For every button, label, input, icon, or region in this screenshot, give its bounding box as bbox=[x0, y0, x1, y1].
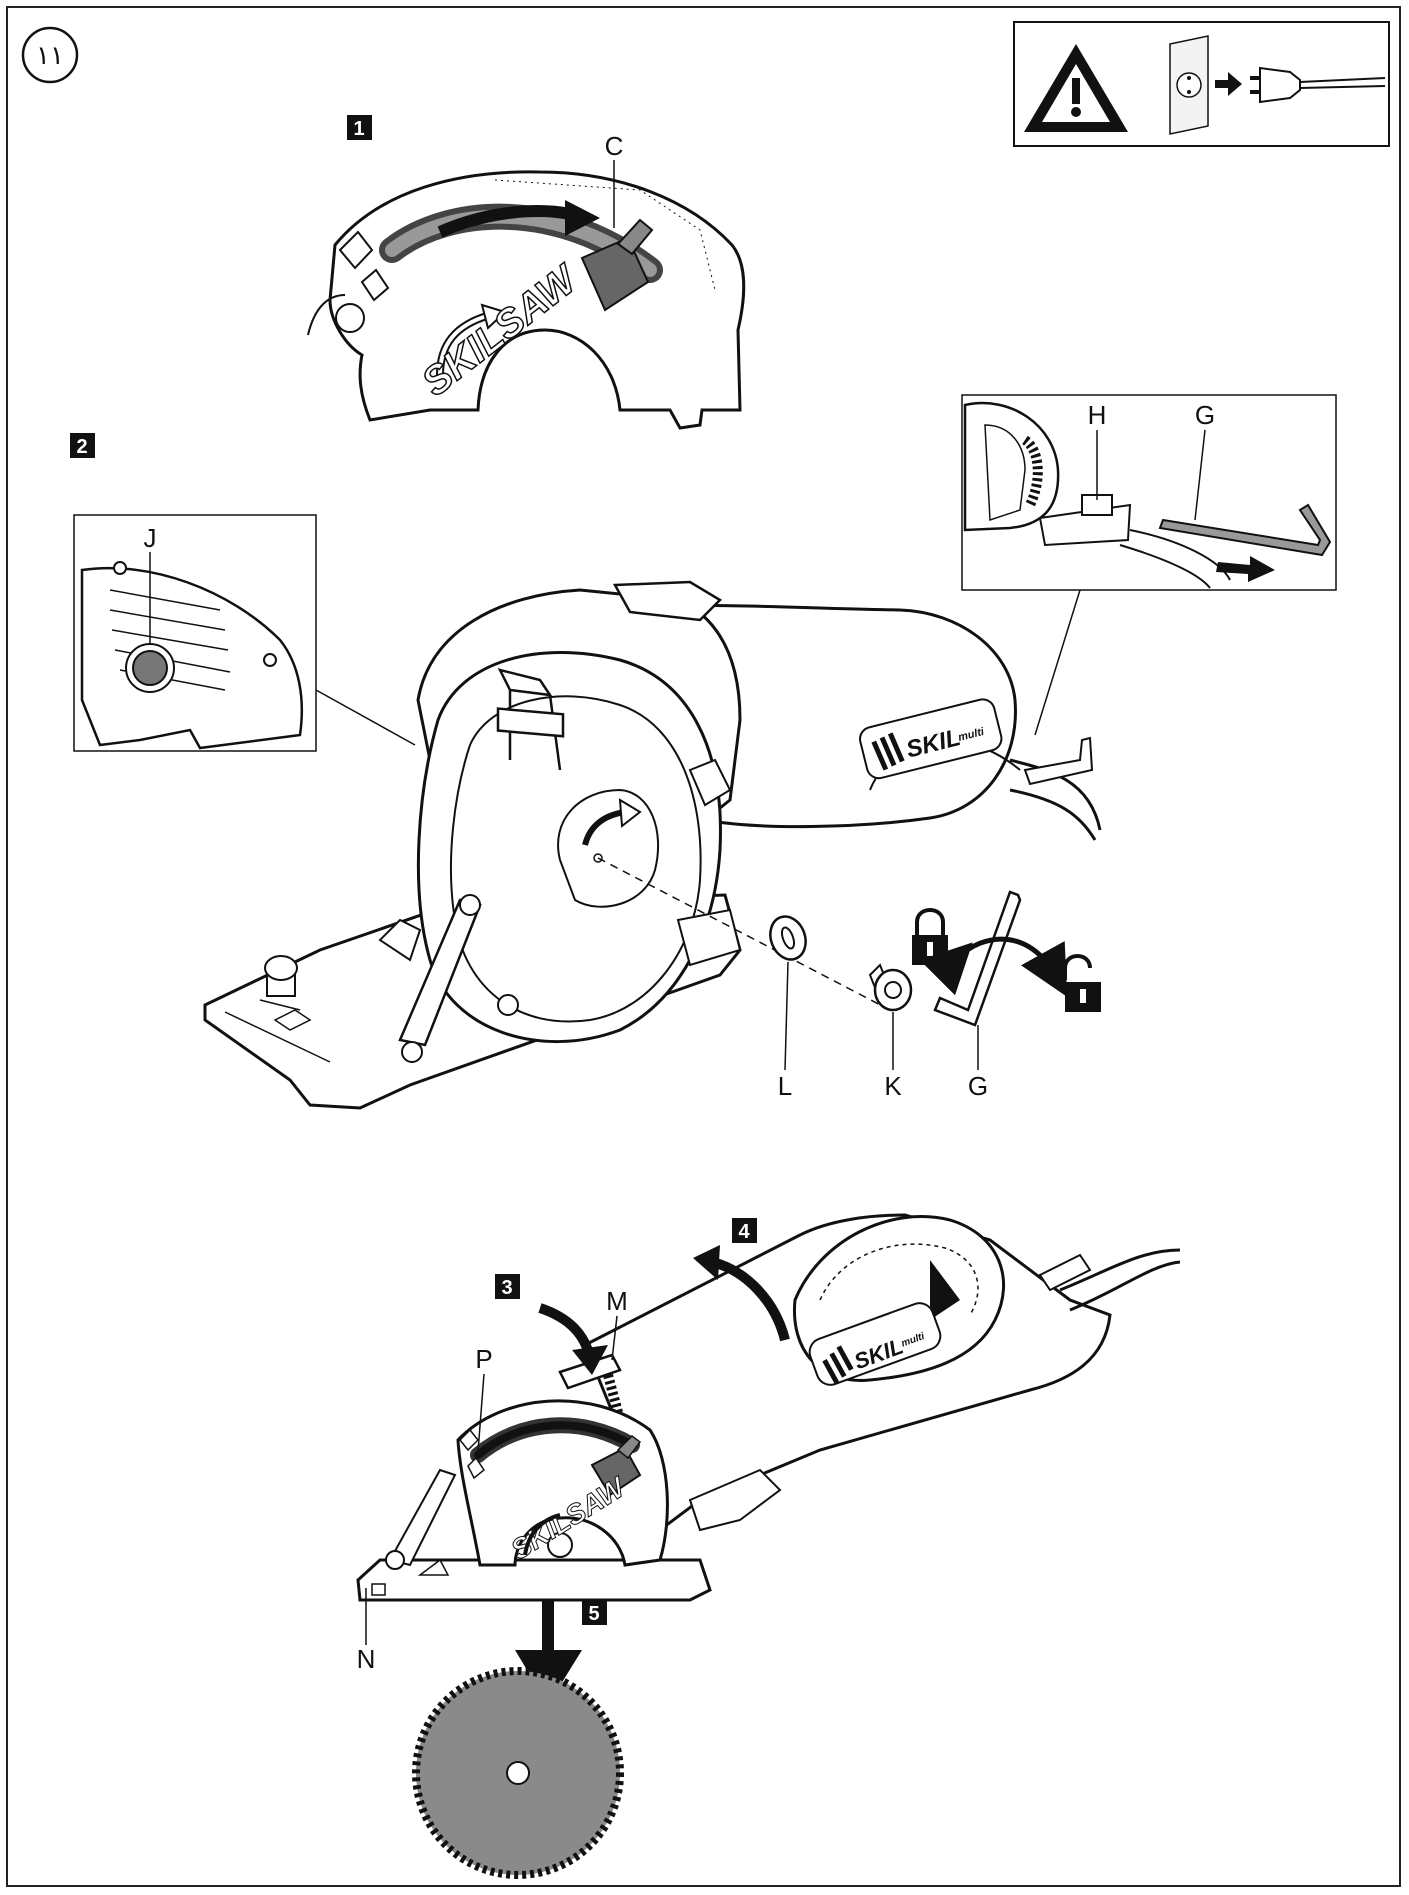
label-k: K bbox=[884, 1071, 902, 1101]
inset-spindle-lock bbox=[73, 514, 317, 752]
label-p: P bbox=[475, 1344, 492, 1374]
skil-logo-badge: SKIL multi bbox=[859, 698, 1003, 780]
saw-blade bbox=[412, 1667, 624, 1879]
rotate-arrow-icon bbox=[919, 936, 1068, 997]
label-g-inset: G bbox=[1195, 400, 1215, 430]
page-border bbox=[6, 6, 1401, 1887]
label-n: N bbox=[357, 1644, 376, 1674]
label-l: L bbox=[778, 1071, 792, 1101]
label-h: H bbox=[1088, 400, 1107, 430]
page-number: ١١ bbox=[36, 41, 64, 71]
step-4-label: 4 bbox=[738, 1221, 750, 1243]
unplug-warning-box bbox=[1013, 21, 1390, 147]
step-4-badge: 4 bbox=[732, 1218, 757, 1243]
hex-wrench-g-stored bbox=[1158, 503, 1332, 557]
step-2-label: 2 bbox=[76, 436, 87, 458]
label-g: G bbox=[968, 1071, 988, 1101]
label-j: J bbox=[144, 523, 157, 553]
lift-arrow-icon bbox=[710, 1257, 790, 1342]
inset-wrench-storage bbox=[961, 394, 1337, 591]
step-5-badge: 5 bbox=[582, 1600, 607, 1625]
step-3-label: 3 bbox=[501, 1277, 512, 1299]
step-3-badge: 3 bbox=[495, 1274, 520, 1299]
step-2-badge: 2 bbox=[70, 433, 95, 458]
blade-bolt-k bbox=[868, 963, 913, 1012]
power-plug-icon bbox=[1250, 66, 1386, 104]
label-m: M bbox=[606, 1286, 628, 1316]
spindle-lock-button-j bbox=[125, 643, 175, 693]
lock-open-icon bbox=[1063, 954, 1101, 1012]
saw-blade-change-figure: SKIL multi SKILSAW bbox=[356, 1213, 1181, 1602]
warning-triangle-icon bbox=[1024, 44, 1128, 132]
step-5-label: 5 bbox=[588, 1603, 599, 1625]
page-number-badge: ١١ bbox=[21, 26, 79, 84]
bevel-knob bbox=[264, 955, 298, 997]
saw-main-figure: SKIL multi bbox=[203, 580, 1102, 1110]
hex-wrench-g bbox=[933, 890, 1022, 1027]
slide-out-arrow-icon bbox=[1216, 556, 1275, 582]
wall-socket-icon bbox=[1169, 35, 1209, 135]
step-1-badge: 1 bbox=[347, 115, 372, 140]
step-1-label: 1 bbox=[353, 118, 364, 140]
blade-guard-figure: SKILSAW bbox=[307, 170, 746, 430]
lock-closed-icon bbox=[912, 908, 948, 965]
plug-arrow-icon bbox=[1215, 72, 1242, 96]
lever-c bbox=[580, 218, 654, 312]
skil-logo-badge-2: SKIL multi bbox=[808, 1302, 942, 1386]
washer-l bbox=[769, 915, 807, 961]
label-c: C bbox=[605, 131, 624, 161]
